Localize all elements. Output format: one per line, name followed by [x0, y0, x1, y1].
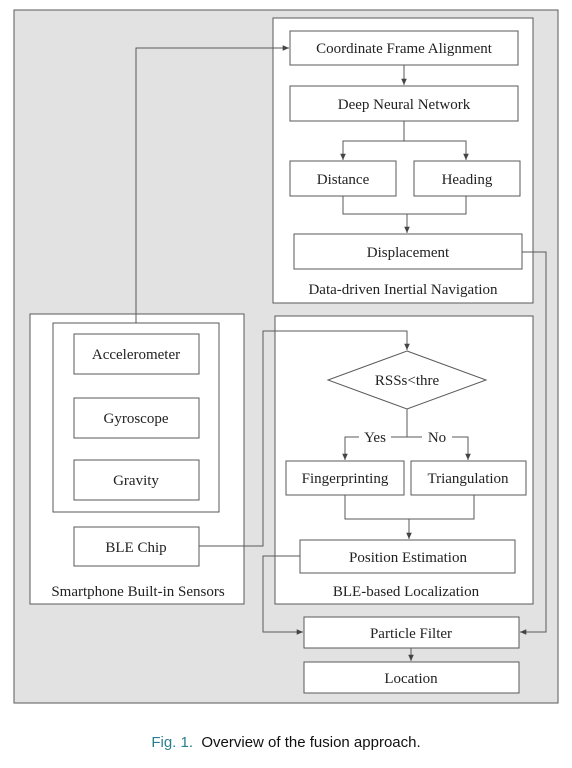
node-coordinate-alignment — [289, 30, 519, 66]
node-gravity — [73, 459, 200, 501]
node-gyroscope — [73, 397, 200, 439]
node-ble-chip — [73, 526, 200, 567]
node-displacement-label: Displacement — [367, 245, 450, 261]
node-fingerprinting-label: Fingerprinting — [302, 471, 389, 487]
edge-position-to-particle-filter — [262, 555, 303, 635]
figure-caption: Fig. 1. Overview of the fusion approach. — [0, 734, 572, 751]
edge-distance-heading-merge — [342, 196, 467, 215]
panel-sensors-title: Smartphone Built-in Sensors — [51, 584, 224, 600]
edge-sensors-to-alignment — [135, 45, 289, 323]
panel-inertial-title: Data-driven Inertial Navigation — [308, 282, 498, 298]
edge-label-yes-bg — [359, 429, 391, 445]
node-particle-filter — [303, 616, 520, 649]
caption-label: Fig. 1. — [151, 734, 194, 751]
node-position-estimation-label: Position Estimation — [349, 550, 467, 566]
caption-text: Overview of the fusion approach. — [201, 734, 421, 751]
node-heading-label: Heading — [442, 172, 493, 188]
node-decision-rss-threshold — [326, 350, 488, 410]
node-heading — [413, 160, 521, 197]
node-gyroscope-label: Gyroscope — [104, 411, 169, 427]
node-position-estimation — [299, 539, 516, 574]
node-ble-chip-label: BLE Chip — [105, 540, 166, 556]
node-coordinate-alignment-label: Coordinate Frame Alignment — [316, 41, 493, 57]
node-fingerprinting — [285, 460, 405, 496]
node-deep-neural-network-label: Deep Neural Network — [338, 97, 471, 113]
edge-displacement-to-particle-filter — [520, 251, 547, 635]
node-distance-label: Distance — [317, 172, 370, 188]
node-particle-filter-label: Particle Filter — [370, 626, 452, 642]
edge-label-yes: Yes — [364, 430, 386, 446]
edge-dnn-to-heading — [404, 140, 469, 160]
panel-ble-title: BLE-based Localization — [333, 584, 480, 600]
edge-label-no: No — [428, 430, 446, 446]
edge-ble-chip-to-decision — [199, 330, 410, 547]
node-accelerometer-label: Accelerometer — [92, 347, 180, 363]
node-location-label: Location — [384, 671, 438, 687]
node-displacement — [293, 233, 523, 270]
edge-label-no-bg — [422, 429, 452, 445]
node-location — [303, 661, 520, 694]
node-triangulation — [410, 460, 527, 496]
node-deep-neural-network — [289, 85, 519, 122]
node-triangulation-label: Triangulation — [427, 471, 509, 487]
node-distance — [289, 160, 397, 197]
node-accelerometer — [73, 333, 200, 375]
node-gravity-label: Gravity — [113, 473, 159, 489]
edge-dnn-split — [340, 121, 405, 160]
node-decision-label: RSSs<thre — [375, 373, 440, 389]
